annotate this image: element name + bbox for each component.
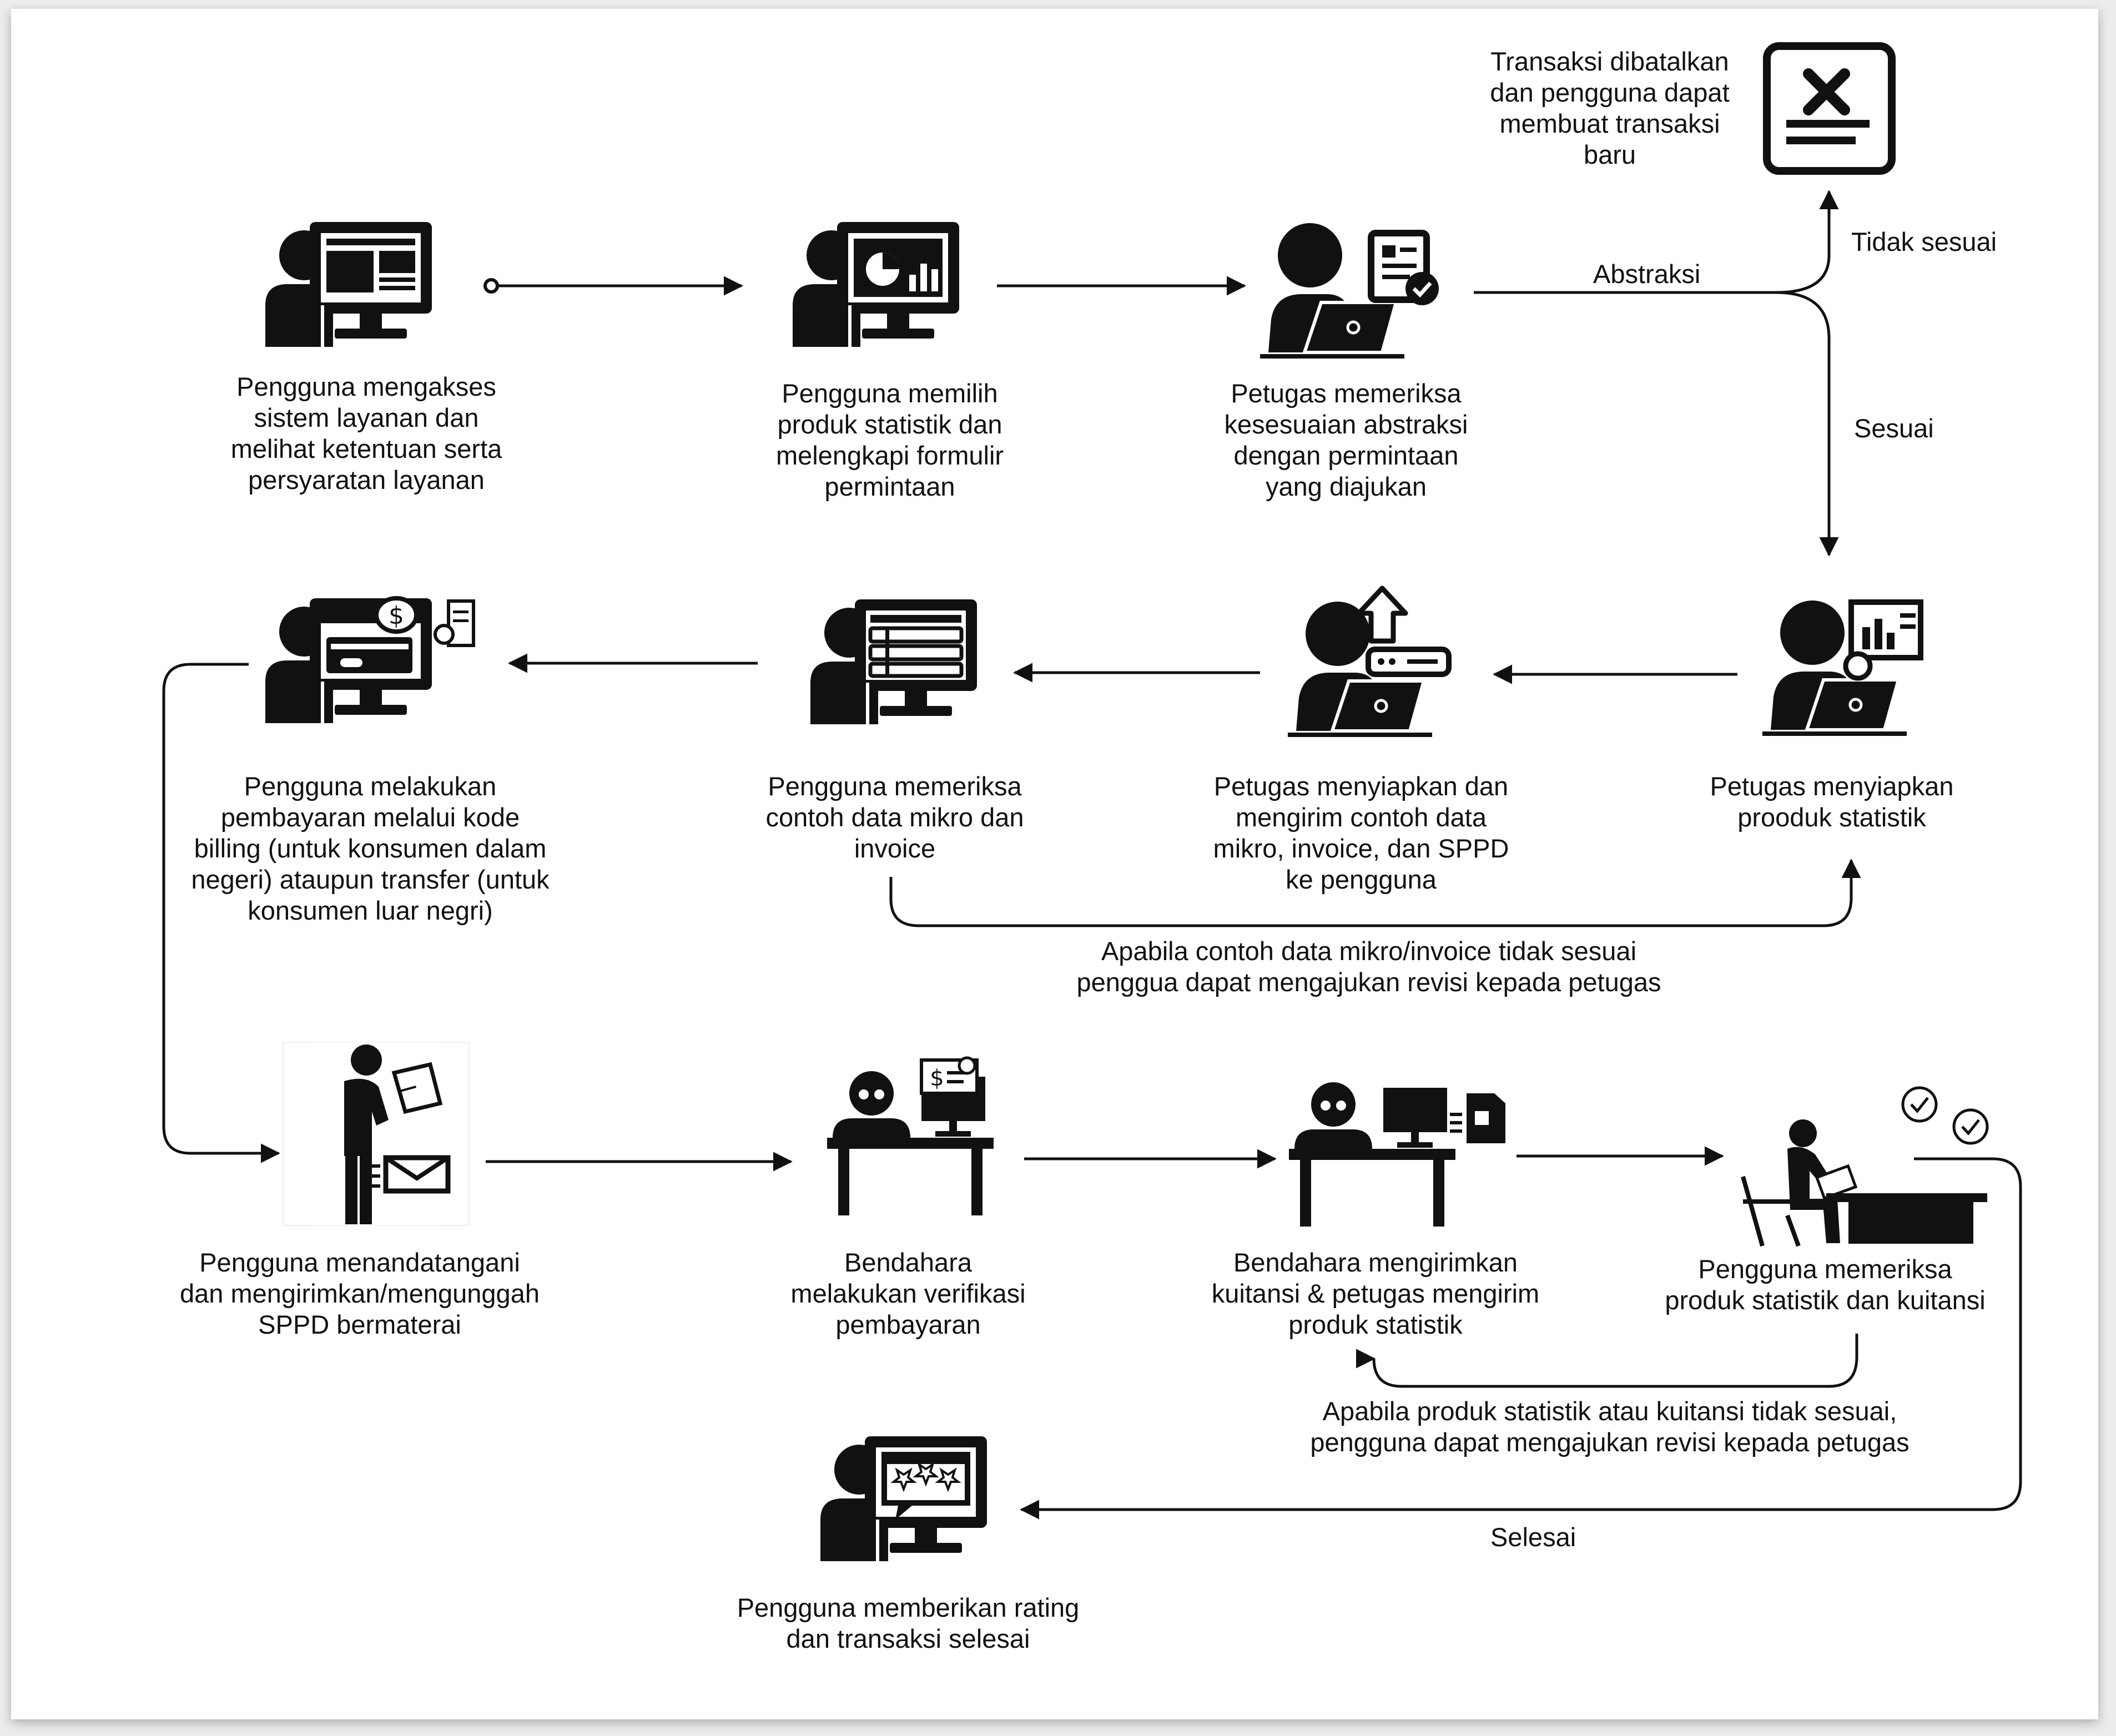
edge-label-revisi-sample: Apabila contoh data mikro/invoice tidak … — [1076, 936, 1661, 997]
officer-prepare-product-icon — [1762, 600, 1923, 736]
edge-label-sesuai: Sesuai — [1854, 413, 1934, 443]
edge-revisi2 — [1364, 1334, 1858, 1388]
edge-s11-s12 — [1020, 1157, 2022, 1520]
svg-text:$: $ — [389, 602, 404, 630]
user-dashboard-icon — [793, 222, 959, 347]
cancelled-transaction-icon — [1763, 42, 1896, 175]
edge-label-revisi-product: Apabila produk statistik atau kuitansi t… — [1310, 1396, 1910, 1457]
treasurer-verify-icon: $ — [827, 1056, 994, 1215]
user-check-product-icon — [1741, 1086, 1989, 1247]
user-payment-icon: $ — [265, 596, 475, 723]
edge-split-s4 — [1776, 291, 1839, 557]
user-check-sample-icon — [810, 599, 977, 724]
edge-s7-s8 — [162, 663, 280, 1163]
edge-label-tidak-sesuai: Tidak sesuai — [1851, 227, 1997, 256]
edge-label-abstraksi: Abstraksi — [1593, 259, 1701, 289]
edge-label-selesai: Selesai — [1490, 1522, 1576, 1552]
user-rating-icon — [820, 1436, 987, 1561]
edge-revisi1 — [889, 859, 1861, 927]
user-sign-sppd-icon — [283, 1042, 470, 1226]
officer-send-sample-icon — [1288, 586, 1452, 737]
start-node — [483, 278, 499, 294]
officer-check-abstract-icon — [1260, 223, 1439, 359]
svg-text:$: $ — [930, 1066, 944, 1091]
user-browsing-icon — [265, 222, 432, 347]
treasurer-send-receipt-icon — [1289, 1082, 1505, 1227]
